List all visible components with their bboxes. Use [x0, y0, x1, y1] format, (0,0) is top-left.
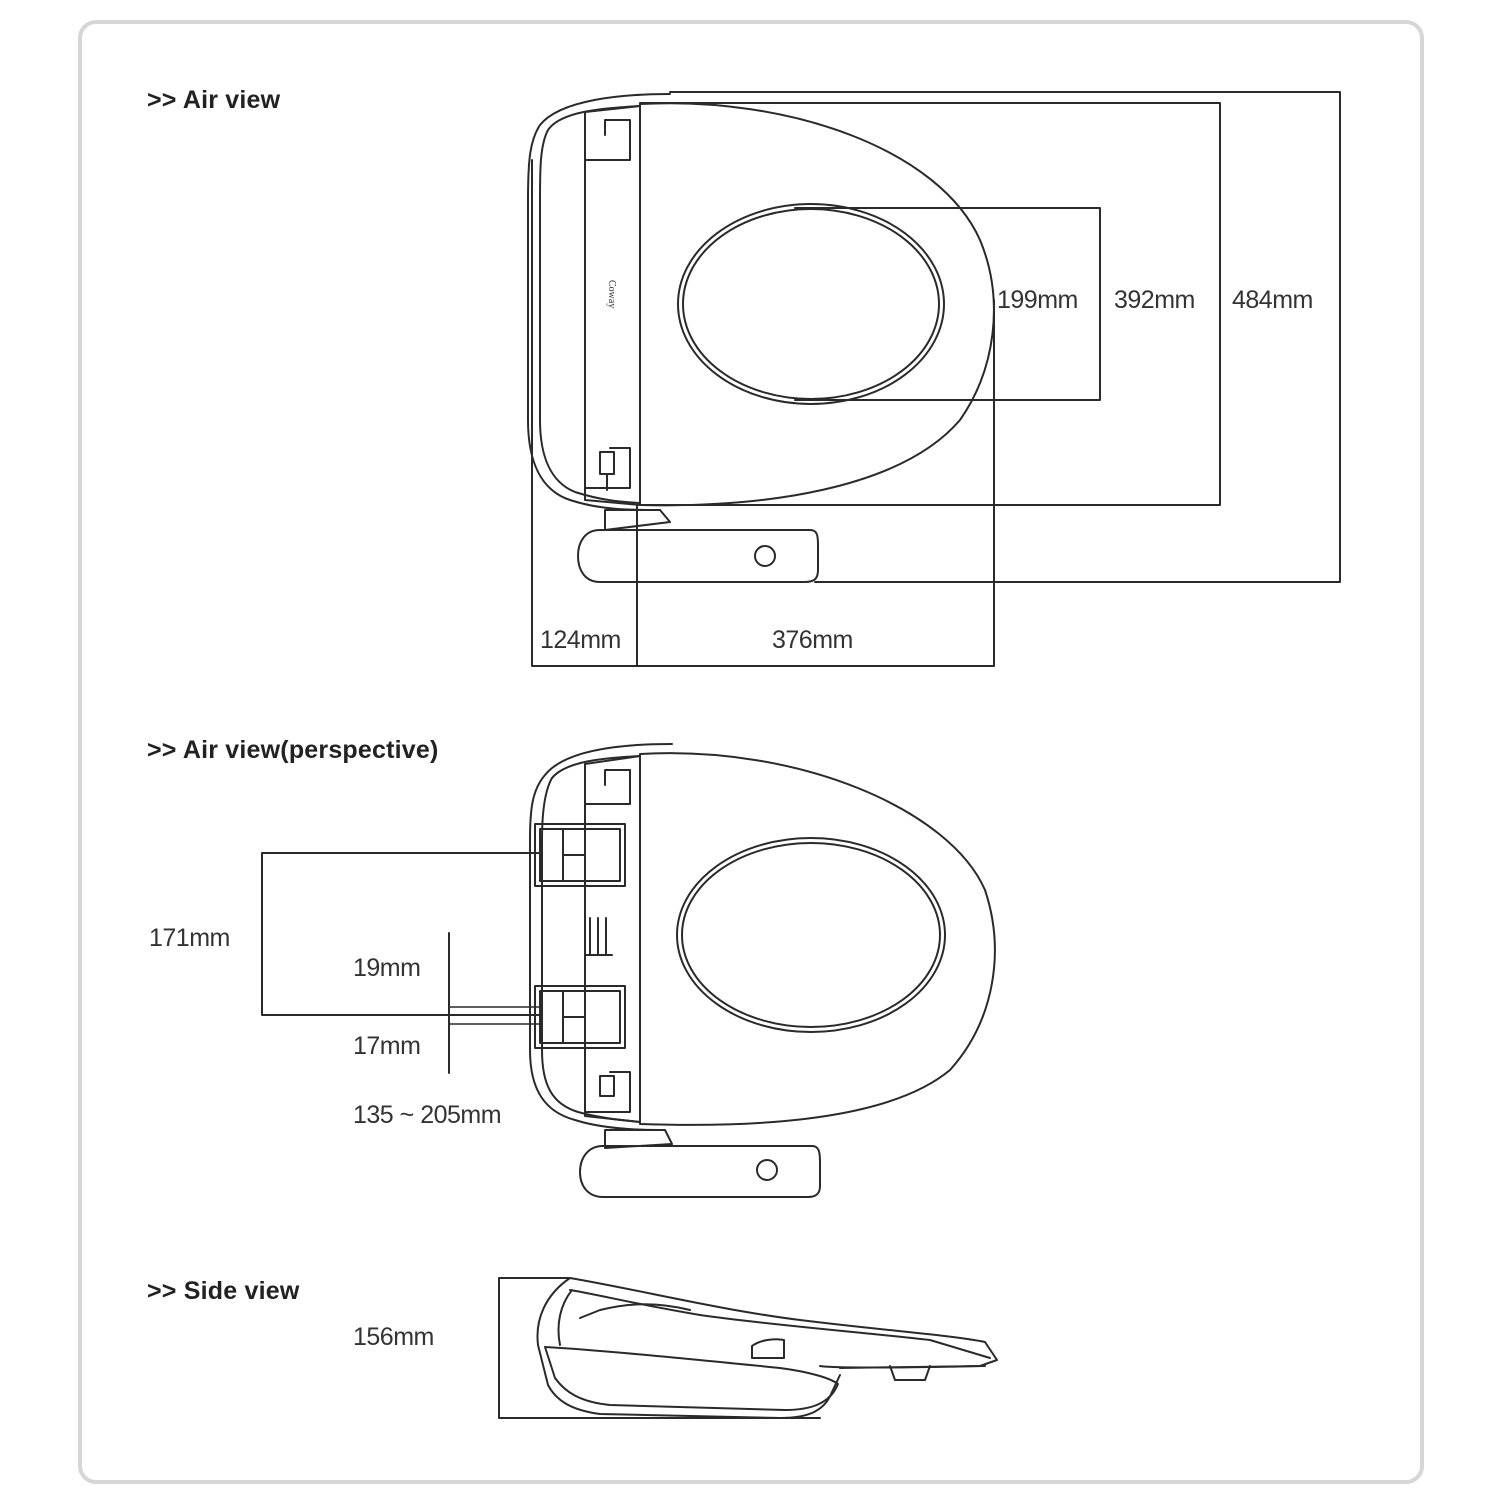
hinge-bottom-pin [599, 451, 615, 475]
perspective-drawing [261, 743, 996, 1198]
heading-air-view: >> Air view [147, 86, 281, 114]
persp-seat-opening [676, 837, 946, 1033]
persp-seat-opening-inner [681, 842, 941, 1028]
persp-body-housing [529, 743, 673, 1131]
persp-body-inner [541, 755, 641, 1123]
dim-label-484: 484mm [1232, 286, 1313, 314]
dim-box-156 [498, 1277, 821, 1419]
side-body-inner [557, 1289, 573, 1346]
dim-label-171: 171mm [149, 924, 230, 952]
side-hinge [579, 1303, 691, 1319]
dim-label-range: 135 ~ 205mm [353, 1101, 502, 1129]
side-foot [889, 1365, 931, 1381]
dim-label-199: 199mm [997, 286, 1078, 314]
body-housing [527, 93, 671, 511]
dim-label-124: 124mm [540, 626, 621, 654]
persp-hinge-top [584, 765, 631, 805]
dim-box-392 [639, 102, 1221, 506]
hinge-bottom [584, 447, 631, 489]
dim-label-17: 17mm [353, 1032, 421, 1060]
persp-body-panel [584, 755, 641, 1123]
persp-control-button [756, 1159, 778, 1181]
dim-box-199 [794, 207, 1101, 401]
side-lid-inner [569, 1289, 991, 1359]
heading-air-view-perspective: >> Air view(perspective) [147, 736, 439, 764]
brand-logo-text: Coway [606, 280, 617, 309]
persp-bracket-bottom [534, 985, 626, 1049]
persp-hinge-bottom-pin [599, 1075, 615, 1097]
persp-control-base [604, 1129, 673, 1149]
persp-bracket-top [534, 823, 626, 887]
dim-label-156: 156mm [353, 1323, 434, 1351]
dim-label-376: 376mm [772, 626, 853, 654]
control-panel [577, 529, 819, 583]
dim-box-width [531, 159, 995, 667]
body-housing-inner [539, 105, 641, 504]
heading-side-view: >> Side view [147, 1277, 300, 1305]
dim-label-392: 392mm [1114, 286, 1195, 314]
persp-seat-lid [639, 752, 996, 1126]
control-base [604, 509, 671, 531]
hinge-top [584, 114, 631, 161]
persp-hinge-bottom [584, 1071, 631, 1113]
seat-opening-inner [682, 208, 940, 400]
page-frame [78, 20, 1424, 1484]
dim-box-484 [669, 91, 1341, 583]
control-button [754, 545, 776, 567]
seat-lid-outline [639, 102, 995, 507]
air-view-drawing [527, 91, 1341, 667]
side-seat [544, 1346, 839, 1411]
persp-control-panel [579, 1145, 821, 1198]
side-body [536, 1277, 841, 1419]
side-knob [751, 1338, 785, 1359]
dim-label-19: 19mm [353, 954, 421, 982]
side-base-line [839, 1365, 986, 1369]
body-panel [584, 105, 641, 506]
dim-line-171 [261, 852, 541, 1016]
seat-opening [677, 203, 945, 405]
persp-center-connector [584, 917, 613, 956]
side-view-drawing [498, 1277, 998, 1419]
